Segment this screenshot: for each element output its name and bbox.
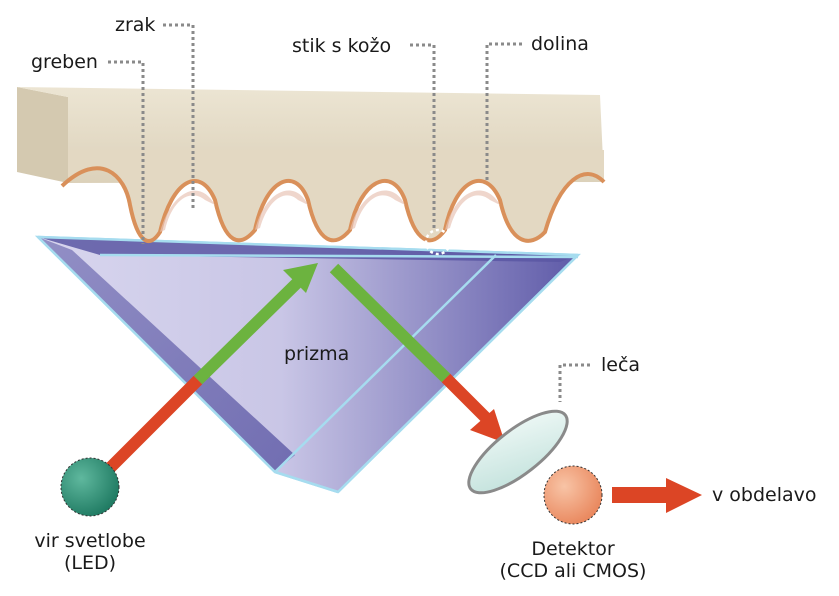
leader-stik xyxy=(410,43,436,230)
leader-lines xyxy=(108,23,590,402)
label-stik-s-kozo: stik s kožo xyxy=(292,35,392,57)
label-zrak: zrak xyxy=(115,14,156,36)
red-beam-proc xyxy=(612,487,670,503)
red-beam-out xyxy=(441,373,493,425)
green-beam-in xyxy=(193,275,305,385)
label-processing: v obdelavo xyxy=(712,484,817,506)
label-prizma: prizma xyxy=(284,343,350,365)
proc-arrow-head xyxy=(666,478,702,513)
prism xyxy=(34,235,581,494)
label-detector-line2: (CCD ali CMOS) xyxy=(499,560,647,582)
green-beam-out xyxy=(329,263,451,383)
green-arrow-head xyxy=(283,263,318,293)
label-greben: greben xyxy=(31,51,98,73)
leader-leca xyxy=(558,363,590,402)
skin-left-face xyxy=(17,87,68,183)
leader-greben xyxy=(108,60,145,244)
led-light-source xyxy=(60,457,120,517)
red-arrow-head xyxy=(470,409,505,443)
label-leca: leča xyxy=(601,354,641,376)
label-light-source-line1: vir svetlobe xyxy=(34,530,146,552)
red-beam-in xyxy=(105,375,203,473)
skin-ridge-outline xyxy=(60,166,606,243)
lens xyxy=(467,409,569,495)
label-detector-line1: Detektor xyxy=(531,538,615,560)
detector xyxy=(543,465,603,525)
skin-contact-marker xyxy=(424,228,452,256)
skin xyxy=(17,87,606,243)
leader-zrak xyxy=(163,23,195,208)
light-beams xyxy=(105,263,702,513)
prism-left-face xyxy=(38,237,295,472)
label-dolina: dolina xyxy=(531,33,589,55)
label-detector: Detektor (CCD ali CMOS) xyxy=(478,538,668,582)
label-light-source: vir svetlobe (LED) xyxy=(20,530,160,574)
label-light-source-line2: (LED) xyxy=(63,552,117,574)
skin-front-ridges xyxy=(68,150,604,242)
